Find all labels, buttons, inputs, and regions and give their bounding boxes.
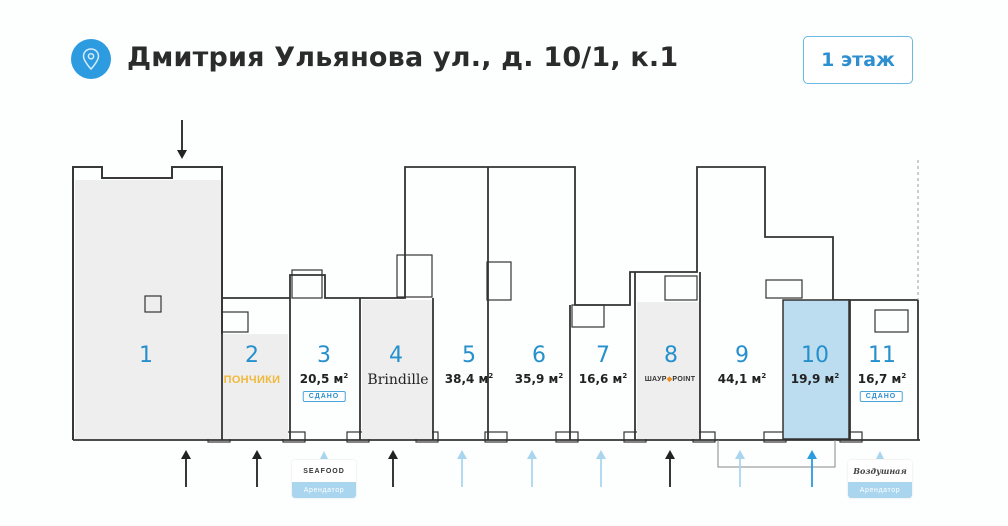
unit-6-number[interactable]: 6 bbox=[532, 343, 546, 368]
page-title: Дмитрия Ульянова ул., д. 10/1, к.1 bbox=[127, 42, 679, 73]
entrance-arrow-unit-9 bbox=[735, 450, 745, 487]
tenant-card-seafood[interactable]: SEAFOOD Арендатор bbox=[292, 460, 356, 498]
unit-10-area bbox=[782, 299, 850, 440]
tenant-role-label: Арендатор bbox=[292, 482, 356, 498]
unit-3-area: 20,5 м2 bbox=[299, 372, 349, 386]
location-pin-icon bbox=[71, 39, 111, 79]
unit-9-number[interactable]: 9 bbox=[735, 343, 749, 368]
unit-2-number[interactable]: 2 bbox=[245, 343, 259, 368]
unit-9-area: 44,1 м2 bbox=[717, 372, 767, 386]
entrance-arrow-unit-1 bbox=[181, 450, 191, 487]
unit-2-brand: ПОНЧИКИ bbox=[223, 374, 281, 386]
floor-selector-button[interactable]: 1 этаж bbox=[803, 36, 913, 84]
unit-7-area: 16,6 м2 bbox=[578, 372, 628, 386]
unit-8-brand: ШАУР◆POINT bbox=[644, 376, 696, 383]
entrance-arrow-unit-10 bbox=[807, 450, 817, 487]
unit-8-area bbox=[637, 302, 699, 439]
unit-5-number[interactable]: 5 bbox=[462, 343, 476, 368]
unit-1-area bbox=[75, 180, 221, 439]
unit-10-number[interactable]: 10 bbox=[801, 343, 829, 368]
entrance-arrow-unit-3 bbox=[320, 451, 328, 459]
unit-8-number[interactable]: 8 bbox=[664, 343, 678, 368]
unit-3-number[interactable]: 3 bbox=[317, 343, 331, 368]
entrance-arrow-unit-5 bbox=[457, 450, 467, 487]
unit-4-number[interactable]: 4 bbox=[389, 343, 403, 368]
entrance-arrow-unit-1 bbox=[177, 120, 187, 159]
tenant-logo-seafood: SEAFOOD bbox=[292, 460, 356, 482]
unit-10-area: 19,9 м2 bbox=[790, 372, 840, 386]
entrance-arrow-unit-7 bbox=[596, 450, 606, 487]
unit-3-rented-badge: СДАНО bbox=[302, 391, 346, 402]
unit-6-area: 35,9 м2 bbox=[514, 372, 564, 386]
unit-11-rented-badge: СДАНО bbox=[859, 391, 903, 402]
tenant-role-label: Арендатор bbox=[848, 482, 912, 498]
tenant-logo-vozdushnaya: Воздушная bbox=[848, 460, 912, 482]
entrance-arrow-unit-11 bbox=[876, 451, 884, 459]
unit-7-number[interactable]: 7 bbox=[596, 343, 610, 368]
unit-2-area bbox=[214, 334, 288, 439]
entrance-arrow-unit-4 bbox=[388, 450, 398, 487]
unit-4-area bbox=[362, 300, 432, 439]
unit-4-brand: Brindille bbox=[367, 372, 429, 388]
unit-1-number[interactable]: 1 bbox=[139, 343, 153, 368]
entrance-arrow-unit-2 bbox=[252, 450, 262, 487]
unit-11-number[interactable]: 11 bbox=[868, 343, 896, 368]
entrance-arrow-unit-8 bbox=[665, 450, 675, 487]
unit-5-area: 38,4 м2 bbox=[444, 372, 494, 386]
entrance-arrow-unit-6 bbox=[527, 450, 537, 487]
tenant-card-vozdushnaya[interactable]: Воздушная Арендатор bbox=[848, 460, 912, 498]
unit-11-area: 16,7 м2 bbox=[857, 372, 907, 386]
